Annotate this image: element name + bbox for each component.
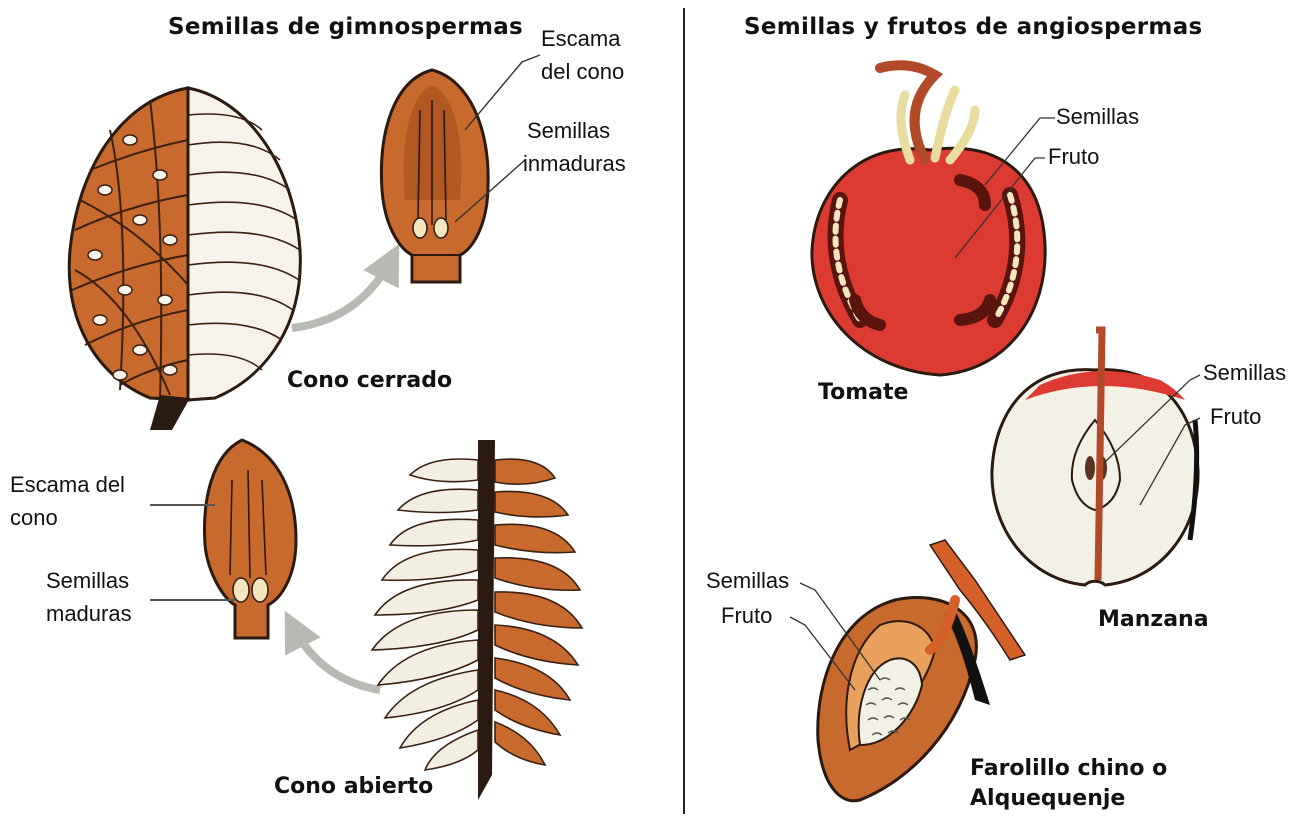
label-scale-top-line2: del cono <box>541 59 624 84</box>
arrow-closed-to-scale <box>292 258 392 328</box>
label-scale-top-line1: Escama <box>541 26 620 51</box>
caption-physalis-line1: Farolillo chino o <box>970 756 1167 781</box>
label-apple-seeds: Semillas <box>1203 360 1286 385</box>
label-immature-seeds-line1: Semillas <box>527 118 610 143</box>
caption-open-cone: Cono abierto <box>274 774 433 799</box>
label-tomato-fruit: Fruto <box>1048 144 1099 169</box>
label-physalis-seeds: Semillas <box>706 568 789 593</box>
closed-cone-illustration <box>69 88 300 430</box>
caption-apple: Manzana <box>1098 607 1209 632</box>
top-scale-illustration <box>381 70 488 282</box>
label-physalis-fruit: Fruto <box>721 603 772 628</box>
label-immature-seeds-line2: inmaduras <box>523 151 626 176</box>
open-cone-illustration <box>372 440 582 800</box>
caption-physalis-line2: Alquequenje <box>970 786 1125 811</box>
title-gymnosperms: Semillas de gimnospermas <box>168 14 523 40</box>
caption-closed-cone: Cono cerrado <box>287 368 452 393</box>
arrow-open-to-scale <box>292 625 380 690</box>
tomato-illustration <box>812 65 1045 375</box>
caption-tomato: Tomate <box>818 380 908 405</box>
title-angiosperms: Semillas y frutos de angiospermas <box>744 14 1203 40</box>
label-apple-fruit: Fruto <box>1210 404 1261 429</box>
panel-divider <box>683 8 685 814</box>
label-scale-bottom-line1: Escama del <box>10 472 125 497</box>
bottom-scale-illustration <box>204 440 296 638</box>
label-mature-seeds-line2: maduras <box>46 601 132 626</box>
label-mature-seeds-line1: Semillas <box>46 568 129 593</box>
label-tomato-seeds: Semillas <box>1056 104 1139 129</box>
label-scale-bottom-line2: cono <box>10 505 58 530</box>
